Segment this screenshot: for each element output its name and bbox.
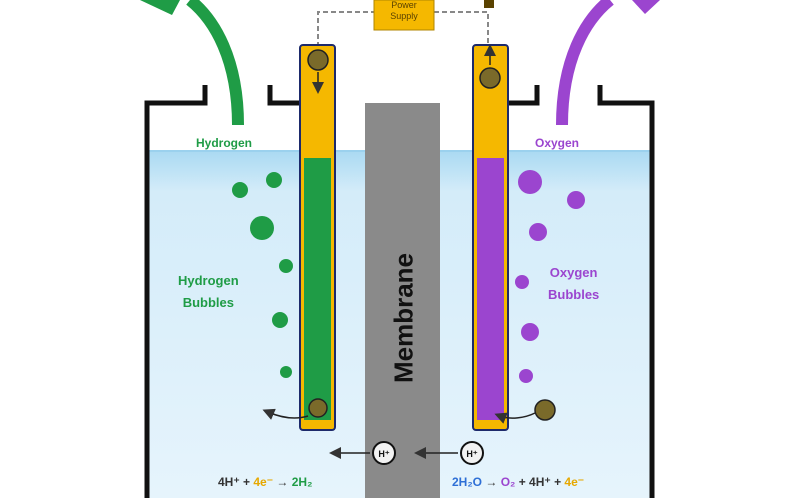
eq-anode-protons: 4H⁺: [529, 475, 551, 489]
anode-strip: [477, 158, 504, 420]
power-terminal: [484, 0, 494, 8]
oxygen-bubble: [521, 323, 539, 341]
hydrogen-gas-arrow-head: [140, 0, 180, 15]
hydrogen-bubble: [250, 216, 274, 240]
eq-anode-arrow: →: [482, 475, 501, 489]
oxygen-bubble: [519, 369, 533, 383]
power-supply-box: [373, 0, 435, 31]
power-supply-label: Power Supply: [374, 0, 434, 22]
eq-anode-electrons: 4e⁻: [564, 475, 585, 489]
hydrogen-bubbles-label-line2: Bubbles: [182, 295, 234, 310]
hydrogen-bubble: [279, 259, 293, 273]
eq-cathode-electrons: 4e⁻: [253, 475, 274, 489]
eq-cathode-arrow: →: [273, 475, 292, 489]
hydrogen-bubble: [280, 366, 292, 378]
proton-left: [372, 441, 396, 465]
oxygen-gas-arrow: [556, 0, 614, 126]
oxygen-bubbles-label: Oxygen Bubbles: [548, 262, 599, 306]
eq-cathode-product: 2H₂: [291, 475, 313, 489]
oxygen-bubbles-label-line2: Bubbles: [548, 287, 600, 302]
hydrogen-bubble: [232, 182, 248, 198]
electron-anode-top: [479, 67, 501, 89]
tank-outline: [144, 85, 655, 498]
oxygen-bubble: [529, 223, 547, 241]
eq-cathode-plus: +: [239, 475, 254, 489]
oxygen-gas-arrow-head: [632, 0, 660, 14]
electron-cathode-top: [307, 49, 329, 71]
power-wire: [317, 11, 489, 55]
oxygen-bubble: [515, 275, 529, 289]
electron-cathode-bottom: [308, 398, 328, 418]
eq-anode-plus2: +: [550, 475, 565, 489]
anode-equation: 2H₂O → O₂ + 4H⁺ + 4e⁻: [452, 475, 584, 489]
hydrogen-gas-arrow: [186, 0, 244, 126]
power-supply-label-line1: Power: [391, 0, 417, 10]
oxygen-bubble: [567, 191, 585, 209]
oxygen-bubbles-label-line1: Oxygen: [549, 265, 598, 280]
electron-path-anode: [494, 412, 536, 424]
proton-right-label: H⁺: [466, 449, 477, 459]
electron-anode-bottom: [534, 399, 556, 421]
hydrogen-bubbles-label: Hydrogen Bubbles: [178, 270, 239, 314]
eq-anode-reactant: 2H₂O: [452, 475, 483, 489]
hydrogen-bubble: [266, 172, 282, 188]
power-supply-label-line2: Supply: [390, 11, 418, 21]
cathode-strip: [304, 158, 331, 420]
proton-left-label: H⁺: [378, 449, 389, 459]
eq-anode-plus1: +: [515, 475, 530, 489]
proton-right: [460, 441, 484, 465]
membrane-label: Membrane: [388, 252, 419, 384]
cathode-equation: 4H⁺ + 4e⁻ → 2H₂: [218, 475, 312, 489]
electron-path-cathode: [262, 408, 309, 420]
oxygen-bubble: [518, 170, 542, 194]
hydrogen-label: Hydrogen: [196, 136, 253, 150]
hydrogen-bubble: [272, 312, 288, 328]
membrane: [365, 103, 440, 498]
oxygen-label: Oxygen: [535, 136, 580, 150]
eq-cathode-reactant-protons: 4H⁺: [218, 475, 240, 489]
hydrogen-bubbles-label-line1: Hydrogen: [178, 273, 239, 288]
eq-anode-oxygen: O₂: [500, 475, 516, 489]
